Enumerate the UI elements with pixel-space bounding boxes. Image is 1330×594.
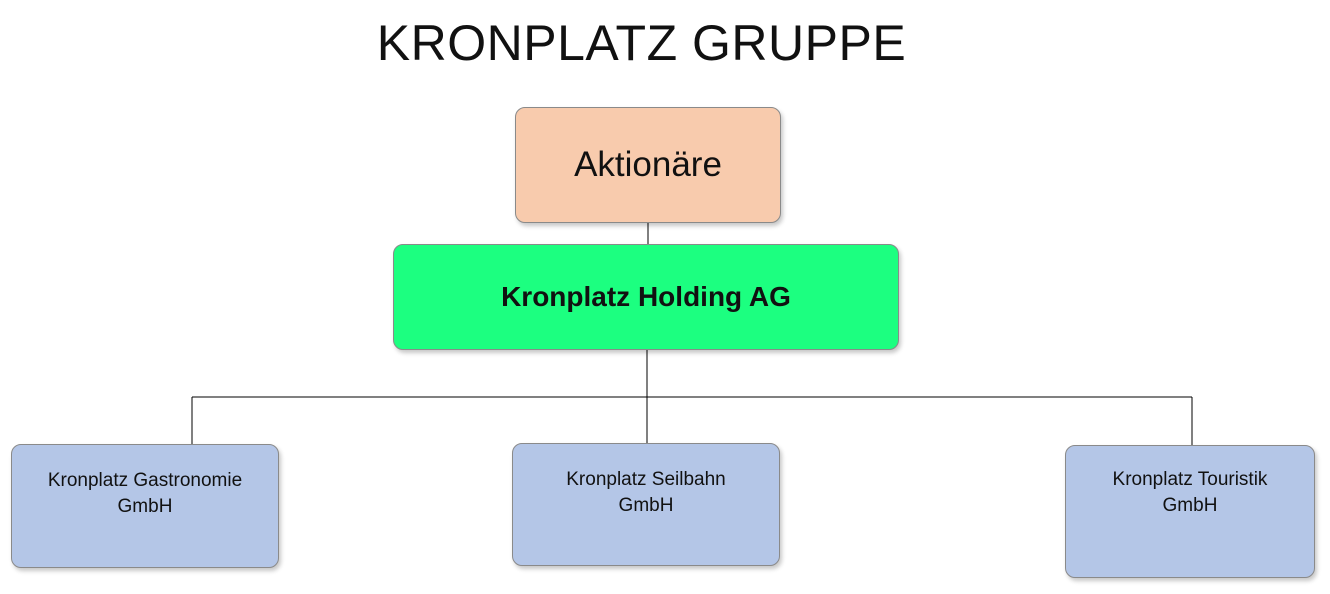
- subsidiary-touristik-type: GmbH: [1162, 494, 1218, 516]
- holding-box: Kronplatz Holding AG: [393, 244, 899, 350]
- subsidiary-seilbahn-type: GmbH: [618, 494, 674, 516]
- shareholders-box: Aktionäre: [515, 107, 781, 223]
- holding-label: Kronplatz Holding AG: [501, 281, 791, 312]
- subsidiary-gastronomie-type: GmbH: [117, 496, 173, 517]
- subsidiary-gastronomie-name: Kronplatz Gastronomie: [47, 470, 243, 491]
- subsidiary-seilbahn-name: Kronplatz Seilbahn: [566, 468, 726, 490]
- subsidiary-touristik-name: Kronplatz Touristik: [1112, 468, 1268, 490]
- subsidiary-touristik-box: Kronplatz Touristik GmbH: [1065, 445, 1315, 578]
- subsidiary-seilbahn-box: Kronplatz Seilbahn GmbH: [512, 443, 780, 566]
- shareholders-label: Aktionäre: [574, 145, 722, 184]
- subsidiary-gastronomie-box: Kronplatz Gastronomie GmbH: [11, 444, 279, 568]
- chart-title: KRONPLATZ GRUPPE: [376, 15, 907, 71]
